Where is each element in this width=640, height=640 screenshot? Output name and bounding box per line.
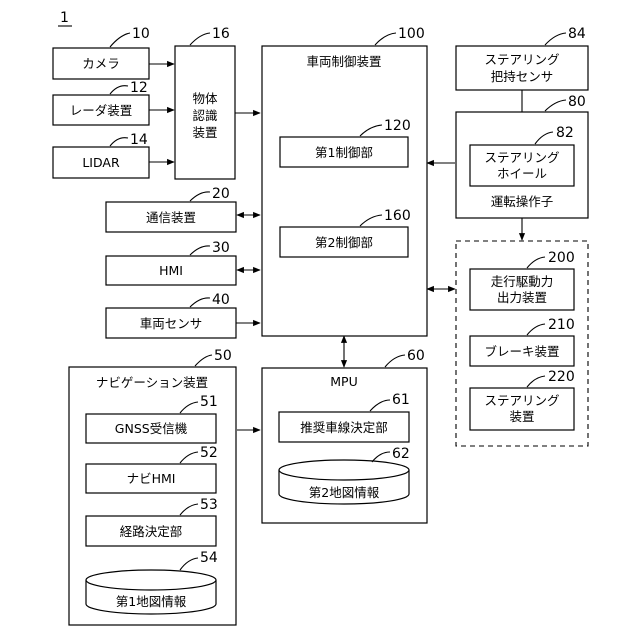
- grip-sensor-ref: 84: [568, 26, 586, 42]
- second-controller-label: 第2制御部: [315, 235, 373, 250]
- driving-operator-block: 運転操作子 80 ステアリング ホイール 82: [456, 94, 588, 218]
- grip-sensor-line-2: 把持センサ: [491, 69, 554, 84]
- camera-block: カメラ 10: [53, 26, 150, 79]
- object-recognition-line-2: 認識: [192, 108, 217, 123]
- vehicle-controller-block: 車両制御装置 100 第1制御部 120 第2制御部 160: [262, 26, 427, 336]
- steering-device-ref: 220: [548, 369, 575, 385]
- first-controller-label: 第1制御部: [315, 145, 373, 160]
- lane-determiner-label: 推奨車線決定部: [300, 420, 388, 435]
- grip-sensor-line-1: ステアリング: [484, 52, 559, 67]
- driving-operator-label: 運転操作子: [491, 194, 554, 209]
- route-determiner-label: 経路決定部: [120, 524, 183, 539]
- lidar-block: LIDAR 14: [53, 132, 149, 178]
- hmi-label: HMI: [159, 263, 183, 278]
- driving-force-output-ref: 200: [548, 250, 575, 266]
- object-recognition-line-1: 物体: [192, 91, 218, 106]
- figure-number: 1: [60, 10, 69, 26]
- camera-label: カメラ: [82, 56, 120, 71]
- steering-device-line-2: 装置: [509, 409, 534, 424]
- object-recognition-block: 物体 認識 装置 16: [175, 26, 235, 179]
- vehicle-sensor-label: 車両センサ: [140, 316, 203, 331]
- output-devices-group: 走行駆動力 出力装置 200 ブレーキ装置 210 ステアリング 装置 220: [456, 241, 588, 446]
- lane-determiner-ref: 61: [392, 392, 410, 408]
- steering-wheel-line-2: ホイール: [497, 166, 547, 181]
- mpu-block: MPU 60 推奨車線決定部 61 第2地図情報 62: [262, 348, 427, 523]
- radar-label: レーダ装置: [70, 103, 133, 118]
- brake-ref: 210: [548, 317, 575, 333]
- navigation-block: ナビゲーション装置 50 GNSS受信機 51 ナビHMI 52 経路決定部 5…: [69, 348, 236, 625]
- lidar-label: LIDAR: [82, 155, 120, 170]
- gnss-ref: 51: [200, 394, 218, 410]
- lidar-ref: 14: [130, 132, 148, 148]
- navi-hmi-label: ナビHMI: [127, 471, 176, 486]
- communication-ref: 20: [212, 186, 230, 202]
- vehicle-sensor-ref: 40: [212, 292, 230, 308]
- mpu-ref: 60: [407, 348, 425, 364]
- hmi-ref: 30: [212, 240, 230, 256]
- steering-wheel-ref: 82: [556, 125, 574, 141]
- radar-ref: 12: [130, 80, 148, 96]
- communication-block: 通信装置 20: [106, 186, 236, 232]
- object-recognition-line-3: 装置: [192, 125, 217, 140]
- vehicle-controller-label: 車両制御装置: [306, 54, 381, 69]
- camera-ref: 10: [132, 26, 150, 42]
- brake-label: ブレーキ装置: [484, 344, 559, 359]
- first-map-ref: 54: [200, 550, 218, 566]
- second-map-ref: 62: [392, 446, 410, 462]
- navigation-label: ナビゲーション装置: [96, 375, 208, 390]
- driving-force-output-line-1: 走行駆動力: [491, 274, 554, 289]
- route-determiner-ref: 53: [200, 497, 218, 513]
- hmi-block: HMI 30: [106, 240, 236, 285]
- steering-device-line-1: ステアリング: [484, 393, 559, 408]
- object-recognition-ref: 16: [212, 26, 230, 42]
- steering-wheel-line-1: ステアリング: [484, 150, 559, 165]
- vehicle-sensor-block: 車両センサ 40: [106, 292, 236, 338]
- navigation-ref: 50: [214, 348, 232, 364]
- second-controller-ref: 160: [384, 208, 411, 224]
- driving-force-output-line-2: 出力装置: [497, 290, 547, 305]
- navi-hmi-ref: 52: [200, 445, 218, 461]
- driving-operator-ref: 80: [568, 94, 586, 110]
- radar-block: レーダ装置 12: [53, 80, 149, 125]
- first-controller-ref: 120: [384, 118, 411, 134]
- vehicle-controller-ref: 100: [398, 26, 425, 42]
- grip-sensor-block: ステアリング 把持センサ 84: [456, 26, 588, 90]
- second-map-label: 第2地図情報: [309, 485, 380, 500]
- mpu-label: MPU: [330, 374, 357, 389]
- communication-label: 通信装置: [146, 210, 196, 225]
- gnss-label: GNSS受信機: [115, 421, 188, 436]
- first-map-label: 第1地図情報: [116, 594, 187, 609]
